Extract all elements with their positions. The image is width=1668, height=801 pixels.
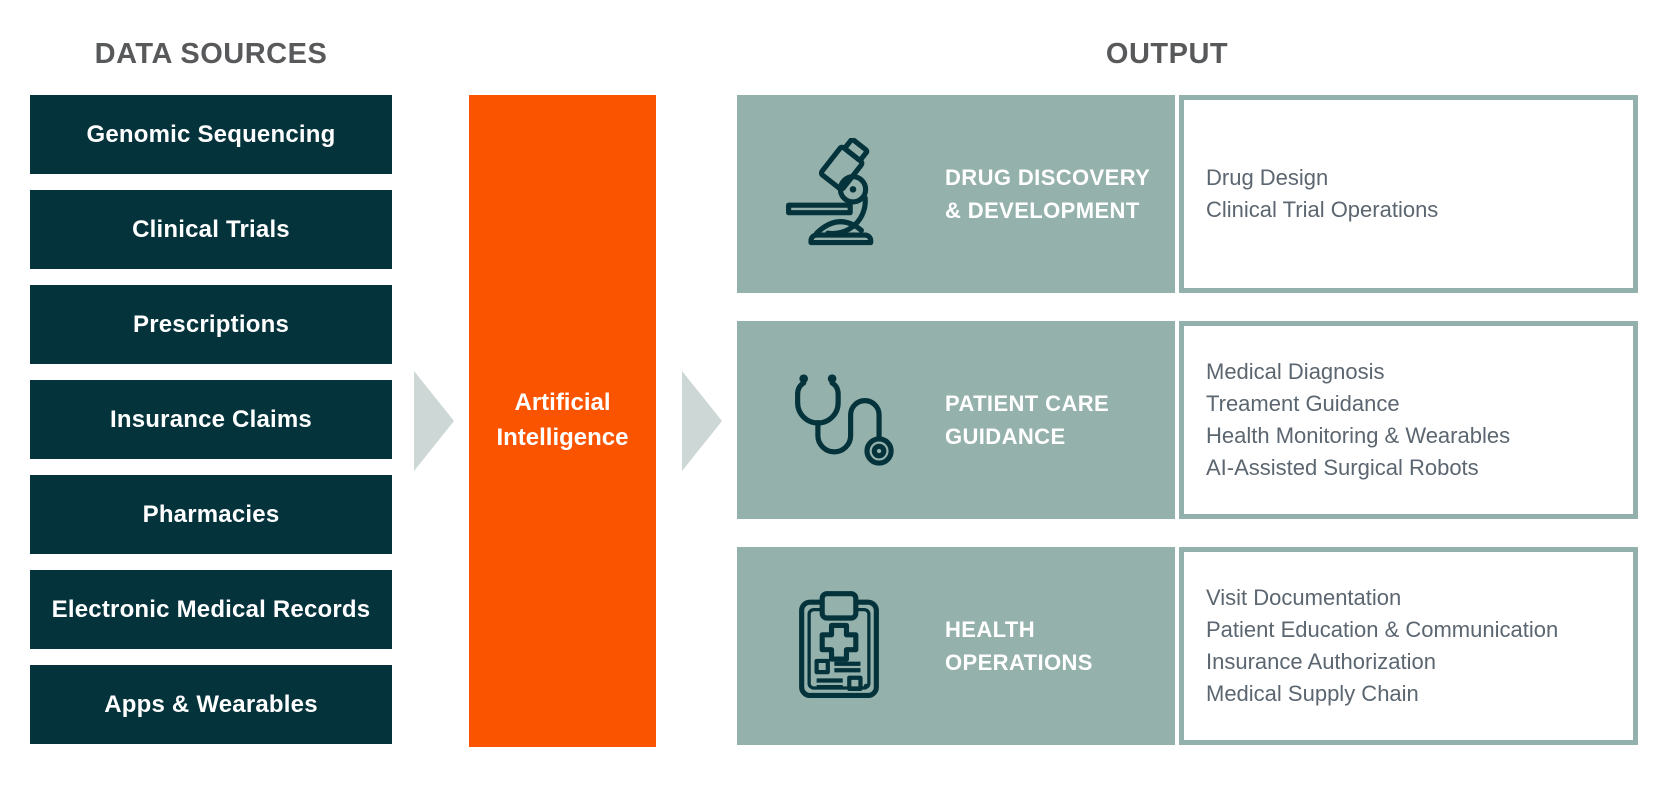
data-source-box: Prescriptions: [30, 285, 392, 364]
data-source-box: Pharmacies: [30, 475, 392, 554]
output-item: Visit Documentation: [1206, 585, 1402, 610]
microscope-icon: [783, 138, 895, 250]
data-source-box: Electronic Medical Records: [30, 570, 392, 649]
output-title: DRUG DISCOVERY & DEVELOPMENT: [945, 165, 1151, 223]
output-label-box: PATIENT CARE GUIDANCE: [737, 321, 1175, 519]
output-item: Clinical Trial Operations: [1206, 197, 1439, 222]
output-title: PATIENT CARE GUIDANCE: [945, 391, 1110, 449]
data-source-box: Clinical Trials: [30, 190, 392, 269]
output-item: Treament Guidance: [1206, 391, 1400, 416]
output-label-box: HEALTH OPERATIONS: [737, 547, 1175, 745]
output-heading: OUTPUT: [1105, 38, 1229, 70]
output-item: Medical Supply Chain: [1206, 681, 1419, 706]
output-item: Medical Diagnosis: [1206, 359, 1385, 384]
output-items-box: Drug Design Clinical Trial Operations: [1179, 95, 1638, 293]
data-source-box: Apps & Wearables: [30, 665, 392, 744]
data-sources-heading: DATA SOURCES: [94, 38, 328, 70]
data-source-box: Genomic Sequencing: [30, 95, 392, 174]
output-title: HEALTH OPERATIONS: [945, 617, 1093, 675]
output-item: Insurance Authorization: [1206, 649, 1436, 674]
output-item: Health Monitoring & Wearables: [1206, 423, 1511, 448]
output-item: Patient Education & Communication: [1206, 617, 1559, 642]
output-row-patient-care: PATIENT CARE GUIDANCE Medical Diagnosis …: [737, 321, 1638, 519]
output-label-box: DRUG DISCOVERY & DEVELOPMENT: [737, 95, 1175, 293]
arrow-right-icon: [682, 371, 722, 471]
artificial-intelligence-box: Artificial Intelligence: [469, 95, 656, 747]
output-row-health-operations: HEALTH OPERATIONS Visit Documentation Pa…: [737, 547, 1638, 745]
clipboard-icon: [783, 590, 895, 702]
output-row-drug-discovery: DRUG DISCOVERY & DEVELOPMENT Drug Design…: [737, 95, 1638, 293]
output-items-box: Visit Documentation Patient Education & …: [1179, 547, 1638, 745]
arrow-right-icon: [414, 371, 454, 471]
data-source-box: Insurance Claims: [30, 380, 392, 459]
stethoscope-icon: [783, 364, 895, 476]
output-column: DRUG DISCOVERY & DEVELOPMENT Drug Design…: [737, 95, 1638, 745]
data-sources-column: Genomic Sequencing Clinical Trials Presc…: [30, 95, 392, 744]
output-item: AI-Assisted Surgical Robots: [1206, 455, 1479, 480]
output-item: Drug Design: [1206, 165, 1329, 190]
output-items-box: Medical Diagnosis Treament Guidance Heal…: [1179, 321, 1638, 519]
